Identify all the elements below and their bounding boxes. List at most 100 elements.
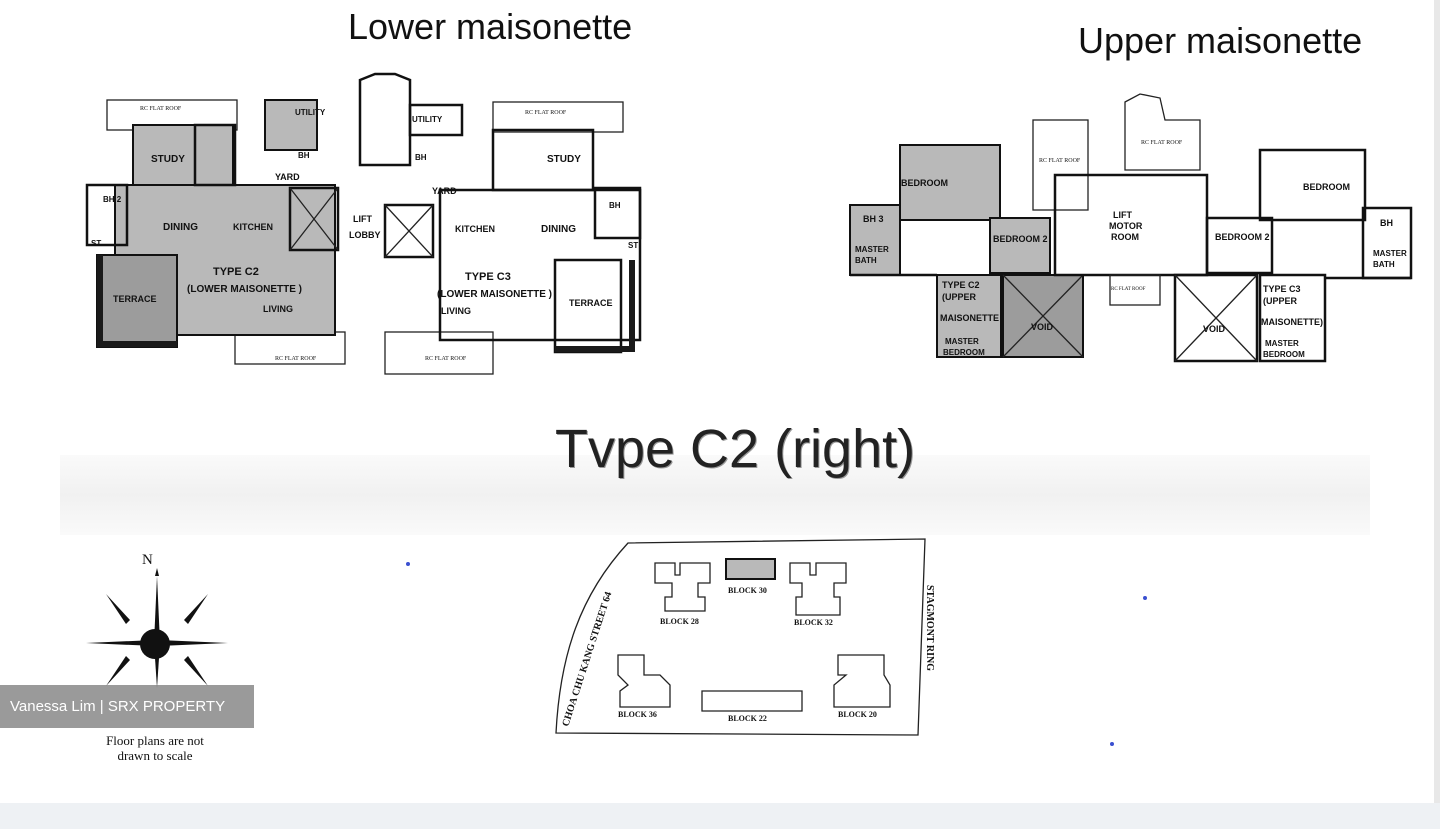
- room-label: YARD: [275, 172, 300, 182]
- room-label: LIFT: [1113, 210, 1132, 220]
- room-label: ROOM: [1111, 232, 1139, 242]
- speck: [1143, 596, 1147, 600]
- roof-label: RC FLAT ROOF: [1141, 140, 1183, 146]
- block-label: BLOCK 28: [660, 617, 699, 626]
- faded-band: [60, 455, 1370, 535]
- block-label: BLOCK 36: [618, 710, 657, 719]
- room-label: DINING: [541, 224, 576, 235]
- edge-strip: [1434, 0, 1440, 803]
- room-label: BEDROOM: [901, 178, 948, 188]
- roof-label: RC FLAT ROOF: [1039, 158, 1081, 164]
- room-label: BATH: [855, 256, 877, 265]
- unit-label: TYPE C3: [465, 271, 511, 283]
- room-label: LIVING: [263, 304, 293, 314]
- master-bedroom-left-room: [936, 274, 1002, 358]
- unit-label: (UPPER: [942, 292, 977, 302]
- room-label: BEDROOM: [943, 348, 985, 357]
- street-label: STAGMONT RING: [924, 585, 935, 671]
- block-20-footprint: [833, 654, 891, 708]
- site-boundary: [555, 538, 926, 736]
- terrace-left-room: [96, 254, 178, 348]
- room-label: BEDROOM 2: [993, 234, 1048, 244]
- lift-right: [383, 203, 435, 259]
- utility-left-room: [264, 99, 318, 151]
- room-label: UTILITY: [412, 115, 443, 124]
- bedroom2-left-room: [989, 217, 1051, 274]
- roof-outline: [1109, 274, 1161, 306]
- upper-maisonette-title: Upper maisonette: [1078, 20, 1363, 61]
- roof-label: RC FLAT ROOF: [425, 356, 467, 362]
- room-label: BEDROOM: [1303, 182, 1350, 192]
- room-label: UTILITY: [295, 108, 326, 117]
- room-label: BH: [609, 201, 621, 210]
- scale-note: Floor plans are not drawn to scale: [106, 733, 204, 763]
- room-label: BH: [1380, 218, 1393, 228]
- room-label: BH: [415, 153, 427, 162]
- room-label: STUDY: [151, 154, 185, 165]
- roof-outline: [492, 101, 624, 133]
- room-label: MASTER: [1373, 249, 1407, 258]
- bedroom-left-room: [899, 144, 1001, 221]
- unit-label: MAISONETTE: [940, 313, 999, 323]
- room-label: VOID: [1203, 324, 1226, 334]
- lower-maisonette-title: Lower maisonette: [348, 6, 633, 47]
- footer-strip: [0, 803, 1440, 829]
- room-label: ST: [628, 241, 638, 250]
- block-label: BLOCK 30: [728, 586, 767, 595]
- room-label: BEDROOM: [1263, 350, 1305, 359]
- room-label: VOID: [1031, 322, 1054, 332]
- room-label: BH 3: [863, 214, 884, 224]
- room-label: ST: [91, 239, 101, 248]
- room-label: MASTER: [945, 337, 979, 346]
- lower-maisonette-floor-plan: RC FLAT ROOF RC FLAT ROOF RC FLAT ROOF R…: [85, 72, 642, 375]
- compass-north-label: N: [142, 552, 153, 568]
- speck: [1110, 742, 1114, 746]
- block-label: BLOCK 32: [794, 618, 833, 627]
- block-32-footprint: [789, 562, 847, 616]
- stair-core: [358, 72, 412, 167]
- unit-label: (UPPER: [1263, 296, 1298, 306]
- master-bath-left-room: [849, 204, 901, 276]
- room-label: LOBBY: [349, 230, 381, 240]
- right-unit-main: [438, 188, 642, 342]
- block-28-footprint: [654, 562, 711, 612]
- room-label: LIFT: [353, 214, 372, 224]
- watermark: Vanessa Lim | SRX PROPERTY: [0, 685, 254, 728]
- roof-label: RC FLAT ROOF: [525, 110, 567, 116]
- roof-label: RC FLAT ROOF: [1111, 287, 1146, 292]
- room-label: MASTER: [1265, 339, 1299, 348]
- roof-outline: [1032, 119, 1089, 211]
- street-label: CHOA CHU KANG STREET 64: [560, 590, 614, 727]
- room-label: MASTER: [855, 245, 889, 254]
- speck: [406, 562, 410, 566]
- room-label: STUDY: [547, 154, 581, 165]
- compass-rose-icon: N: [86, 552, 228, 688]
- room-label: KITCHEN: [455, 224, 495, 234]
- block-22-footprint: [701, 690, 803, 712]
- unit-label: TYPE C2: [942, 280, 980, 290]
- block-36-footprint: [617, 654, 671, 708]
- room-label: BATH: [1373, 260, 1395, 269]
- room-label: DINING: [163, 222, 198, 233]
- block-label: BLOCK 20: [838, 710, 877, 719]
- roof-label: RC FLAT ROOF: [140, 106, 182, 112]
- room-label: BH 2: [103, 195, 122, 204]
- unit-label: (LOWER MAISONETTE ): [437, 289, 552, 300]
- site-plan: BLOCK 28 BLOCK 30 BLOCK 32 BLOCK 36 BLOC…: [555, 538, 935, 736]
- room-label: BH: [298, 151, 310, 160]
- unit-label: TYPE C2: [213, 266, 259, 278]
- upper-maisonette-floor-plan: RC FLAT ROOF RC FLAT ROOF RC FLAT ROOF B…: [849, 93, 1413, 363]
- bedroom-right-room: [1258, 148, 1367, 222]
- roof-label: RC FLAT ROOF: [275, 356, 317, 362]
- block-30-footprint: [725, 558, 776, 580]
- unit-label: MAISONETTE): [1261, 317, 1323, 327]
- bedroom2-right-room: [1205, 216, 1274, 275]
- unit-type-title: Tvpe C2 (right): [555, 419, 916, 479]
- room-label: YARD: [432, 186, 457, 196]
- room-label: TERRACE: [113, 294, 157, 304]
- unit-label: TYPE C3: [1263, 284, 1301, 294]
- room-label: TERRACE: [569, 298, 613, 308]
- room-label: BEDROOM 2: [1215, 232, 1270, 242]
- void-right-room: [1173, 273, 1259, 363]
- room-label: LIVING: [441, 306, 471, 316]
